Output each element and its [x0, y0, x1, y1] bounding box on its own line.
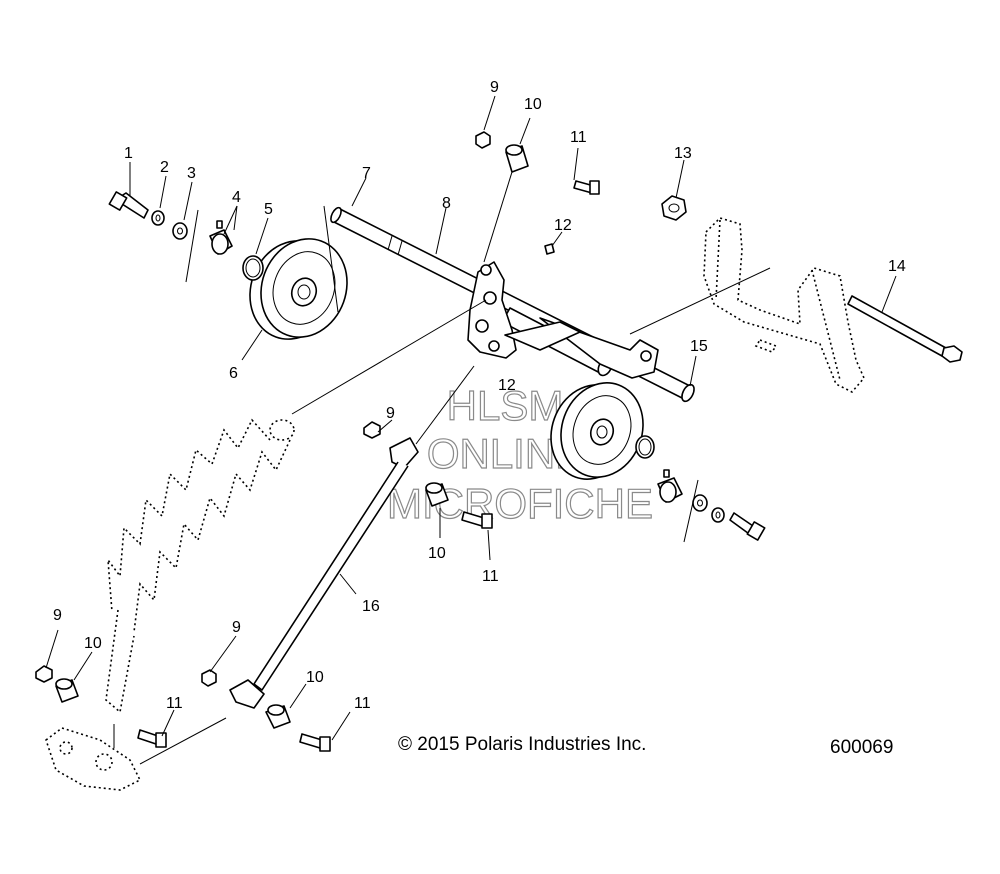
- callout-labels: 1 2 3 4 5 6 7 8 9 10 11 12 13 14 15 12 9…: [53, 79, 906, 712]
- callout-4: 4: [232, 189, 241, 206]
- figure-number: 600069: [830, 737, 894, 758]
- callout-11-mid: 11: [482, 568, 499, 585]
- callout-16: 16: [362, 598, 380, 615]
- callout-14: 14: [888, 258, 906, 275]
- long-bolt-and-frame: [703, 217, 963, 393]
- callout-3: 3: [187, 165, 196, 182]
- callout-8: 8: [442, 195, 451, 212]
- shock-absorber: [45, 418, 295, 791]
- callout-13: 13: [674, 145, 692, 162]
- left-hardware: [108, 191, 264, 283]
- callout-12-mid: 12: [498, 377, 516, 394]
- callout-6: 6: [229, 365, 238, 382]
- callout-2: 2: [160, 159, 169, 176]
- callout-15: 15: [690, 338, 708, 355]
- callout-11-top: 11: [570, 129, 587, 146]
- callout-11-left: 11: [166, 695, 183, 712]
- left-idler-wheel: [249, 238, 348, 340]
- bottom-hardware: [35, 665, 331, 752]
- callout-1: 1: [124, 145, 133, 162]
- middle-hardware: [363, 421, 493, 529]
- callout-7: 7: [362, 165, 371, 182]
- callout-9-left: 9: [53, 607, 62, 624]
- callout-11-bottom: 11: [354, 695, 371, 712]
- callout-10-left: 10: [84, 635, 102, 652]
- callout-10-mid: 10: [428, 545, 446, 562]
- right-hardware: [635, 435, 766, 543]
- callout-5: 5: [264, 201, 273, 218]
- callout-9-top: 9: [490, 79, 499, 96]
- right-idler-wheel: [550, 382, 644, 480]
- watermark-line-1: HLSM: [447, 382, 564, 429]
- top-hardware: [475, 131, 687, 255]
- callout-10-top: 10: [524, 96, 542, 113]
- leader-lines: [45, 95, 897, 765]
- callout-10-bottom: 10: [306, 669, 324, 686]
- callout-9-mid: 9: [386, 405, 395, 422]
- callout-12-top: 12: [554, 217, 572, 234]
- center-arm-bracket: [467, 261, 659, 379]
- torque-arm-link: [229, 437, 419, 709]
- callout-9-bottom: 9: [232, 619, 241, 636]
- copyright-notice: © 2015 Polaris Industries Inc.: [398, 734, 647, 755]
